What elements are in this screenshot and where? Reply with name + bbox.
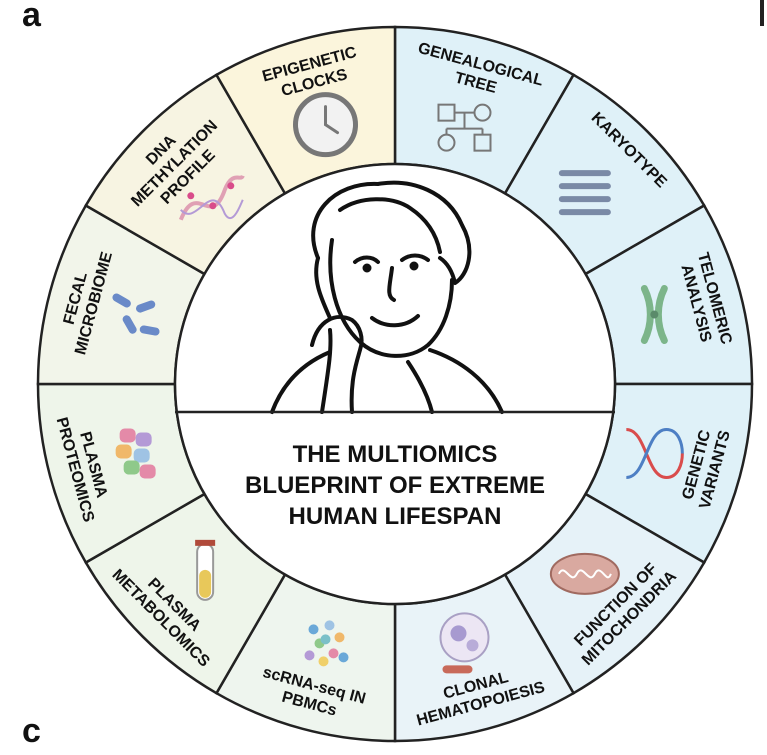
dna-helix-icon: [626, 427, 684, 479]
chromosome-icon: [640, 285, 668, 345]
center-title-line-3: HUMAN LIFESPAN: [289, 503, 502, 530]
panel-letter-c: c: [22, 712, 41, 750]
blood-cell-icon: [439, 612, 490, 674]
mitochondrion-icon: [549, 552, 620, 595]
karyotype-icon: [558, 170, 611, 216]
adjacent-panel-edge: [760, 0, 764, 26]
segments-layer: GENEALOGICALTREEKARYOTYPETELOMERICANALYS…: [36, 25, 754, 743]
segment-karyotype: KARYOTYPE: [503, 73, 706, 276]
bacteria-icon: [112, 293, 160, 336]
methylated-dna-icon: [178, 174, 245, 221]
pedigree-icon: [437, 103, 492, 152]
portrait-illustration: [270, 180, 504, 414]
cell-cluster-icon: [304, 620, 349, 667]
center-title-line-2: BLUEPRINT OF EXTREME: [245, 472, 545, 499]
center-title-line-1: THE MULTIOMICS: [293, 441, 498, 468]
protein-icon: [115, 428, 156, 479]
test-tube-icon: [195, 539, 216, 601]
clock-icon: [293, 92, 359, 158]
panel-letter-a: a: [22, 0, 41, 34]
center-disc: THE MULTIOMICS BLUEPRINT OF EXTREME HUMA…: [173, 162, 617, 606]
